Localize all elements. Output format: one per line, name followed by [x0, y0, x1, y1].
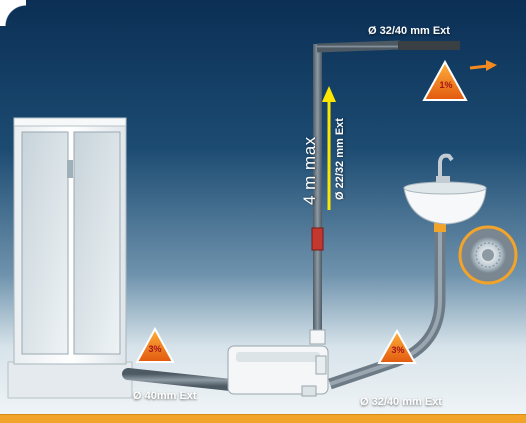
shower-cabin — [7, 117, 133, 399]
slope-value-top: 1% — [439, 80, 453, 90]
macerator-pump — [227, 345, 329, 397]
wash-basin — [403, 153, 487, 225]
page-corner — [0, 0, 26, 26]
drain-grate-inset — [458, 225, 518, 285]
max-height-label: 4 m max — [300, 136, 319, 205]
flow-arrow-icon — [469, 60, 497, 71]
height-arrow — [322, 86, 336, 210]
left-pipe-label: Ø 40mm Ext — [133, 390, 197, 402]
bottom-accent-bar — [0, 414, 526, 423]
vertical-pipe-label: Ø 22/32 mm Ext — [334, 118, 346, 200]
slope-warning-icon-right — [377, 328, 417, 364]
slope-value-left: 3% — [148, 344, 162, 354]
top-pipe-label: Ø 32/40 mm Ext — [368, 25, 450, 37]
slope-warning-icon-top — [422, 59, 468, 101]
slope-warning-icon-left — [135, 326, 175, 363]
right-pipe-label: Ø 32/40 mm Ext — [360, 396, 442, 408]
slope-value-right: 3% — [391, 345, 405, 355]
